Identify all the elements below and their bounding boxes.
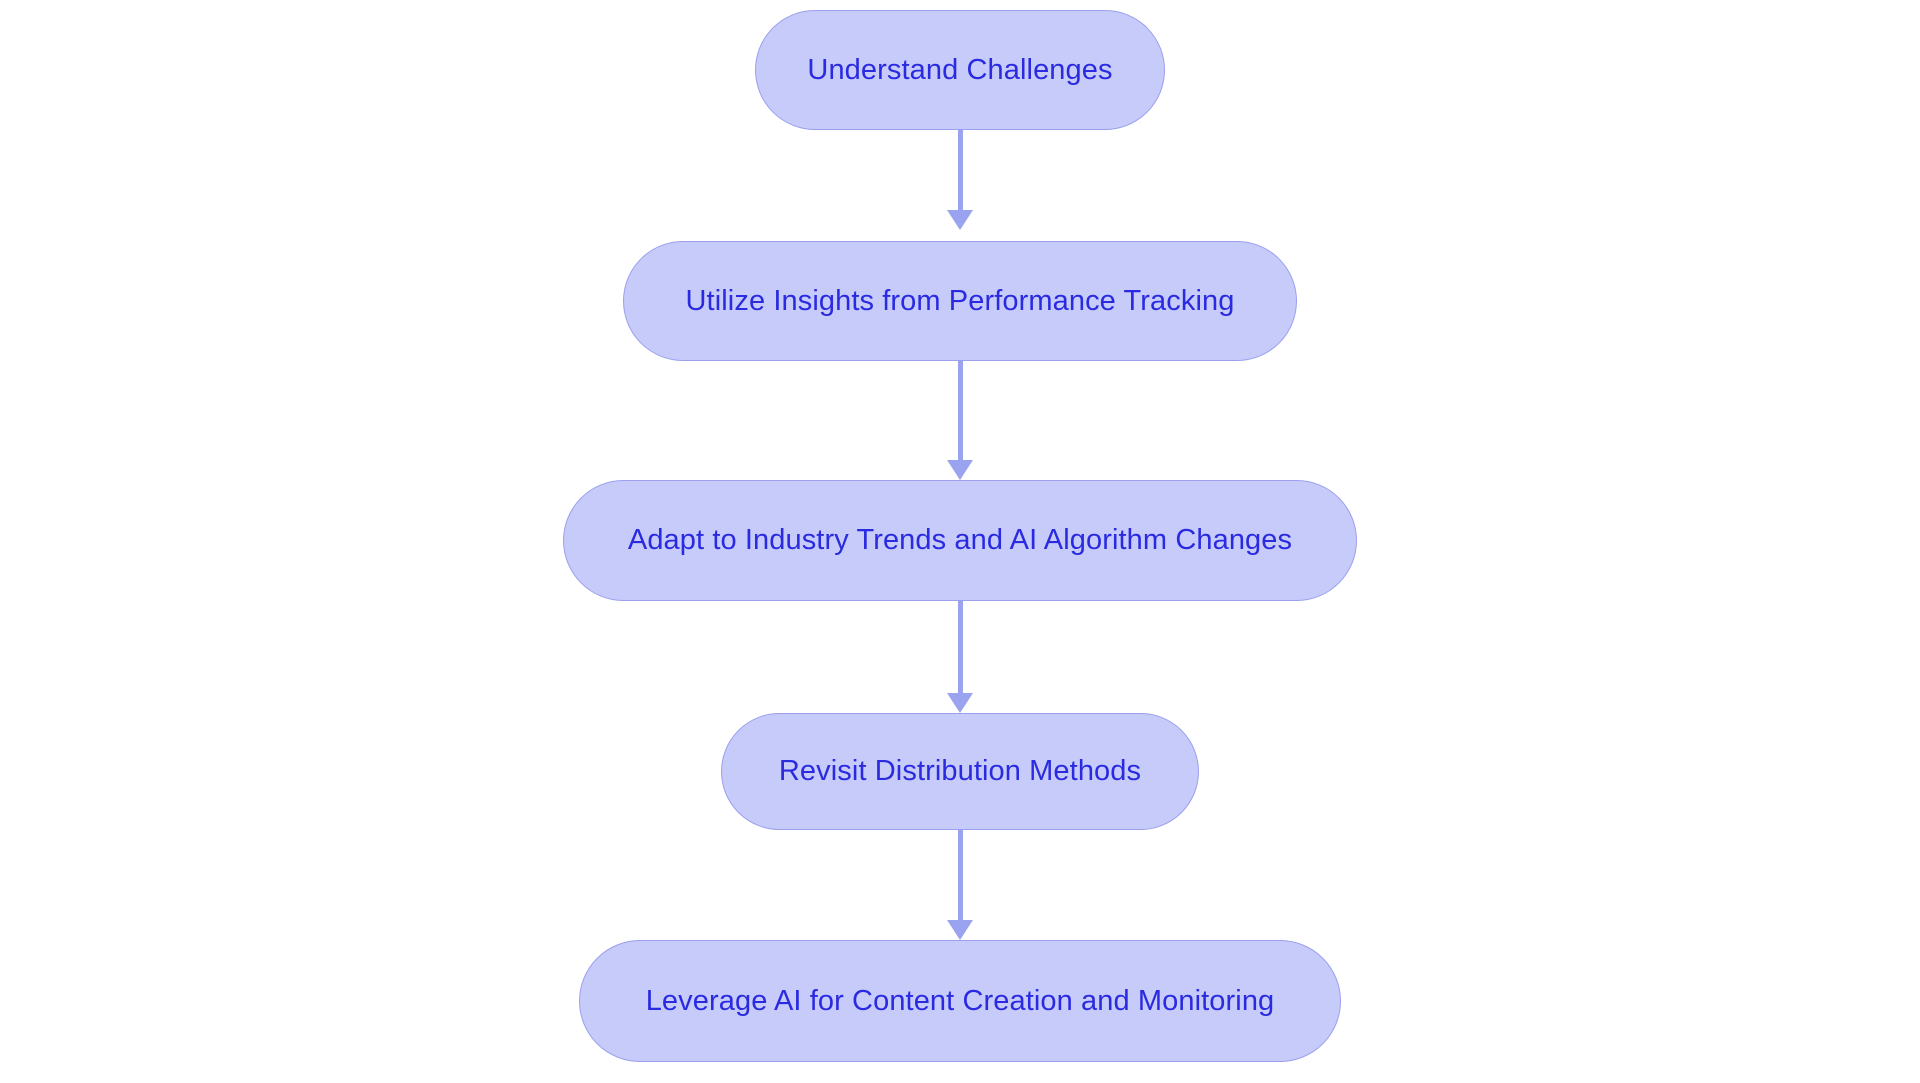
edge-n3-n4	[0, 601, 1920, 713]
flow-node-label: Revisit Distribution Methods	[778, 755, 1142, 787]
arrowhead-icon	[947, 460, 973, 480]
flow-node-revisit-distribution-methods[interactable]: Revisit Distribution Methods	[721, 713, 1199, 830]
arrowhead-icon	[947, 210, 973, 230]
edge-line	[957, 830, 963, 921]
edge-line	[957, 361, 963, 461]
edge-n1-n2	[0, 130, 1920, 230]
arrowhead-icon	[947, 693, 973, 713]
flow-node-adapt-industry-trends[interactable]: Adapt to Industry Trends and AI Algorith…	[563, 480, 1357, 601]
edge-n4-n5	[0, 830, 1920, 940]
flow-node-label: Utilize Insights from Performance Tracki…	[685, 284, 1235, 317]
flow-node-label: Understand Challenges	[807, 53, 1113, 86]
flow-node-label: Leverage AI for Content Creation and Mon…	[645, 984, 1275, 1017]
node-row-3: Adapt to Industry Trends and AI Algorith…	[0, 480, 1920, 601]
flow-node-label: Adapt to Industry Trends and AI Algorith…	[627, 524, 1293, 556]
flow-node-utilize-insights[interactable]: Utilize Insights from Performance Tracki…	[623, 241, 1297, 361]
flow-node-understand-challenges[interactable]: Understand Challenges	[755, 10, 1165, 130]
node-row-2: Utilize Insights from Performance Tracki…	[0, 241, 1920, 361]
edge-n2-n3	[0, 361, 1920, 480]
edge-line	[957, 601, 963, 694]
node-row-5: Leverage AI for Content Creation and Mon…	[0, 940, 1920, 1062]
edge-line	[957, 130, 963, 211]
node-row-4: Revisit Distribution Methods	[0, 713, 1920, 830]
flow-node-leverage-ai[interactable]: Leverage AI for Content Creation and Mon…	[579, 940, 1341, 1062]
node-row-1: Understand Challenges	[0, 10, 1920, 130]
arrowhead-icon	[947, 920, 973, 940]
